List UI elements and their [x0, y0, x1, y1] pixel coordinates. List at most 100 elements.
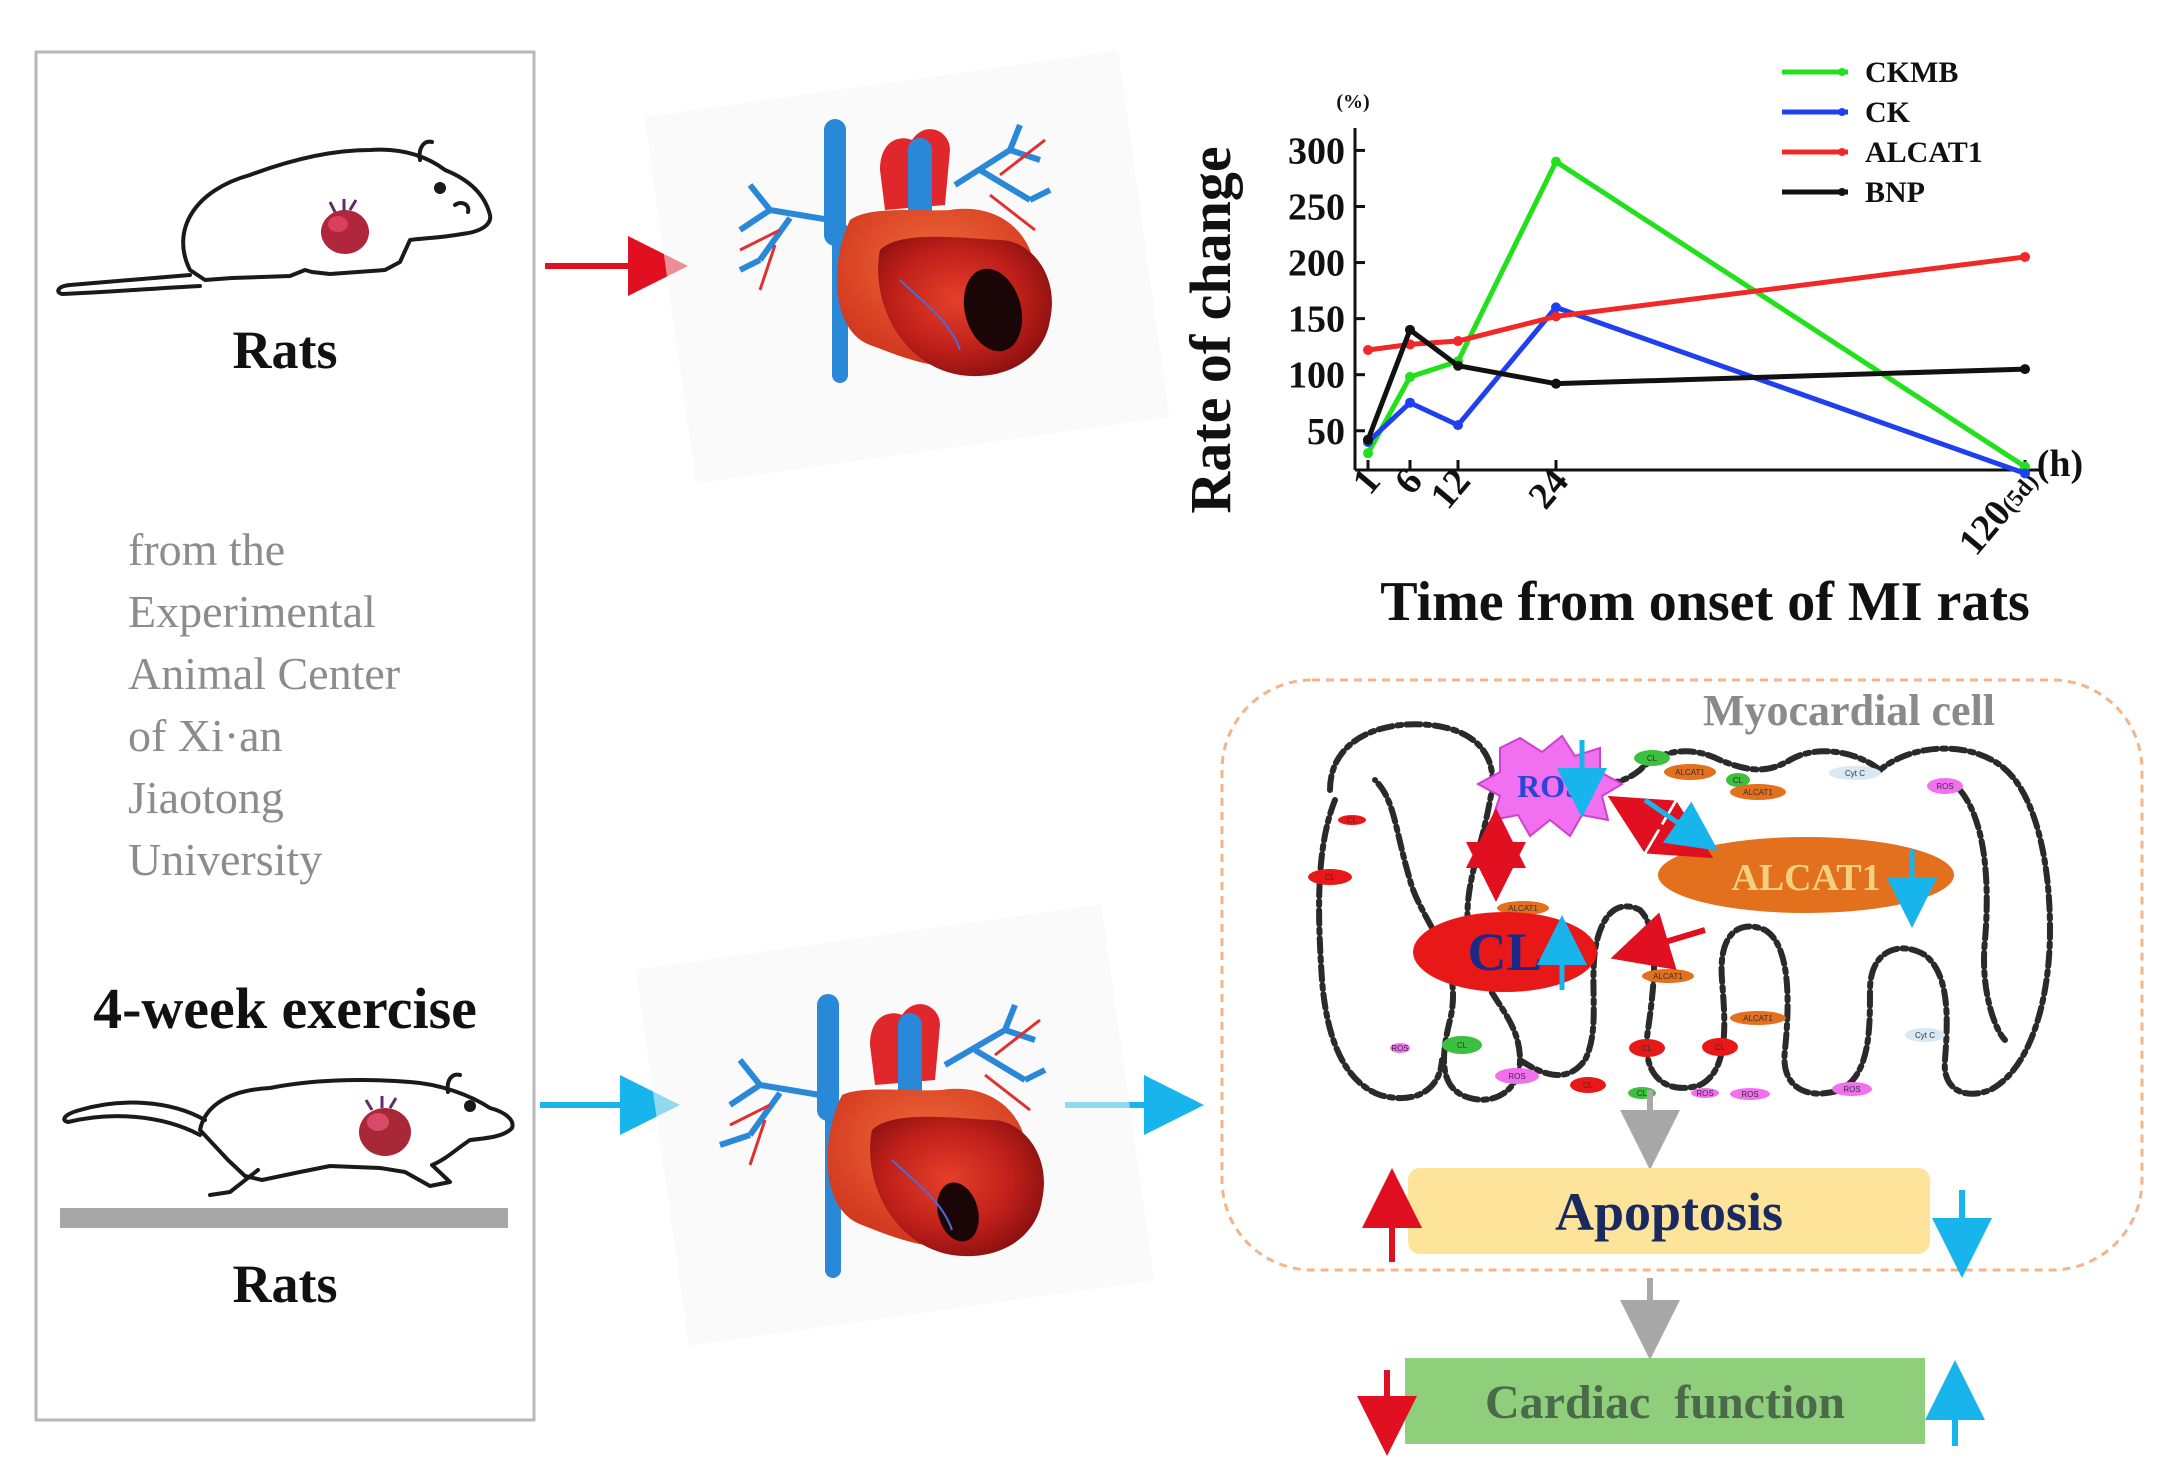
- chart-legend-marker: [1838, 148, 1846, 156]
- chart-legend-marker: [1838, 188, 1846, 196]
- small-molecule: [1642, 969, 1694, 983]
- chart-x-axis-label: Time from onset of MI rats: [1380, 571, 2030, 633]
- source-text-block: from the Experimental Animal Center of X…: [128, 524, 400, 885]
- cl-label: CL: [1467, 922, 1542, 982]
- cardiac-function-label: Cardiac function: [1485, 1376, 1845, 1429]
- small-molecule-label: CL: [1637, 1089, 1648, 1098]
- chart-legend-label: CKMB: [1865, 56, 1958, 89]
- ros-label: ROS: [1517, 768, 1583, 804]
- chart-x-tick-label: 120(5d): [1951, 461, 2046, 563]
- chart-x-unit: (h): [2037, 443, 2083, 485]
- small-molecule-label: ALCAT1: [1743, 788, 1773, 797]
- small-molecule-label: CL: [1647, 754, 1658, 763]
- chart-legend-label: BNP: [1865, 176, 1925, 209]
- alcat1-to-cl-arrow: [1610, 912, 1706, 970]
- small-molecule: [1832, 1082, 1872, 1096]
- chart-y-unit: (%): [1336, 91, 1369, 113]
- chart-series-line-ckmb: [1365, 159, 2027, 469]
- small-molecule-label: Cyt C: [1845, 769, 1865, 778]
- small-molecule-label: CL: [1583, 1081, 1594, 1090]
- exercise-label: 4-week exercise: [93, 976, 477, 1041]
- treadmill-belt: [60, 1208, 508, 1228]
- small-molecule-label: ROS: [1696, 1089, 1713, 1098]
- top-rat-illustration: [56, 139, 493, 296]
- small-molecule-label: ALCAT1: [1743, 1014, 1773, 1023]
- chart-y-ticks: 50 100 150 200 250 300: [1288, 130, 1365, 453]
- cardiac-function-box: [1405, 1358, 1925, 1444]
- small-molecule-label: CL: [1457, 1041, 1468, 1050]
- chart-y-tick-label: 300: [1288, 130, 1345, 172]
- chart-series-line-alcat1: [1367, 254, 2026, 353]
- chart-point-ck: [1405, 397, 1415, 408]
- small-molecule: [1905, 1028, 1945, 1042]
- alcat1-ellipse: [1658, 837, 1954, 913]
- small-molecule-label: ROS: [1936, 782, 1953, 791]
- chart-point-alcat1: [1363, 345, 1373, 356]
- apoptosis-label: Apoptosis: [1555, 1182, 1783, 1242]
- small-molecule: [1730, 1011, 1786, 1025]
- small-molecule: [1691, 1088, 1719, 1098]
- small-molecule-label: Cyt C: [1915, 1031, 1935, 1040]
- source-line: University: [128, 834, 322, 885]
- exercise-heart-illustration: [635, 904, 1155, 1346]
- source-line: of Xi·an: [128, 710, 283, 761]
- chart-y-tick-label: 250: [1288, 186, 1345, 228]
- small-molecule-label: ROS: [1508, 1072, 1525, 1081]
- running-rat-heart-icon: [359, 1096, 411, 1156]
- source-line: Experimental: [128, 586, 376, 637]
- chart-point-ck: [1551, 302, 1561, 313]
- mi-heart-illustration: [644, 50, 1170, 484]
- mitochondrial-membrane: [1316, 721, 2054, 1103]
- chart-point-ckmb: [1363, 448, 1373, 459]
- chart-y-tick-label: 50: [1307, 411, 1345, 453]
- small-molecule-label: CL: [1733, 776, 1744, 785]
- small-molecule: [1390, 1043, 1410, 1053]
- chart-point-ck: [2020, 468, 2030, 479]
- chart-y-tick-label: 100: [1288, 355, 1345, 397]
- top-rats-label: Rats: [233, 320, 338, 380]
- chart-point-bnp: [2020, 364, 2030, 375]
- alcat1-label: ALCAT1: [1731, 857, 1880, 899]
- chart-y-tick-label: 150: [1288, 299, 1345, 341]
- chart-y-axis-label: Rate of change: [1178, 146, 1243, 513]
- apoptosis-box: [1408, 1168, 1930, 1254]
- running-rat-illustration: [62, 1072, 515, 1197]
- small-molecule: [1570, 1077, 1606, 1093]
- small-molecule: [1495, 1068, 1539, 1084]
- chart-point-ckmb: [1405, 371, 1415, 382]
- small-molecule-label: CL: [1715, 1043, 1726, 1052]
- chart-legend-marker: [1838, 68, 1846, 76]
- small-molecule: [1442, 1036, 1482, 1054]
- chart-legend-label: ALCAT1: [1865, 136, 1983, 169]
- small-molecule-label: CL: [1347, 816, 1358, 825]
- chart-point-bnp: [1551, 378, 1561, 389]
- bottom-rats-label: Rats: [233, 1254, 338, 1314]
- chart-point-ck: [1453, 420, 1463, 431]
- source-line: Jiaotong: [128, 772, 284, 823]
- small-molecule-label: ALCAT1: [1653, 972, 1683, 981]
- small-molecule: [1634, 750, 1670, 766]
- source-line: Animal Center: [128, 648, 400, 699]
- small-molecule: [1702, 1038, 1738, 1056]
- small-molecule: [1629, 1039, 1665, 1057]
- small-molecule: [1927, 778, 1963, 794]
- chart-point-ckmb: [1551, 156, 1561, 167]
- myocardial-cell-title: Myocardial cell: [1703, 686, 1995, 735]
- chart-point-bnp: [1453, 360, 1463, 371]
- myocardial-cell-boundary: [1220, 678, 2144, 1272]
- chart-point-bnp: [1405, 324, 1415, 335]
- chart-y-tick-label: 200: [1288, 243, 1345, 285]
- small-molecule-label: ROS: [1391, 1044, 1408, 1053]
- small-molecule: [1497, 901, 1549, 915]
- chart-point-alcat1: [2020, 251, 2030, 262]
- small-molecule: [1730, 784, 1786, 800]
- chart-point-bnp: [1363, 434, 1373, 445]
- small-molecule: [1664, 764, 1716, 780]
- ros-alcat1-blue-arrow: [1643, 797, 1719, 851]
- small-molecule: [1308, 869, 1352, 885]
- top-rat-heart-icon: [321, 199, 369, 254]
- chart-point-alcat1: [1453, 336, 1463, 347]
